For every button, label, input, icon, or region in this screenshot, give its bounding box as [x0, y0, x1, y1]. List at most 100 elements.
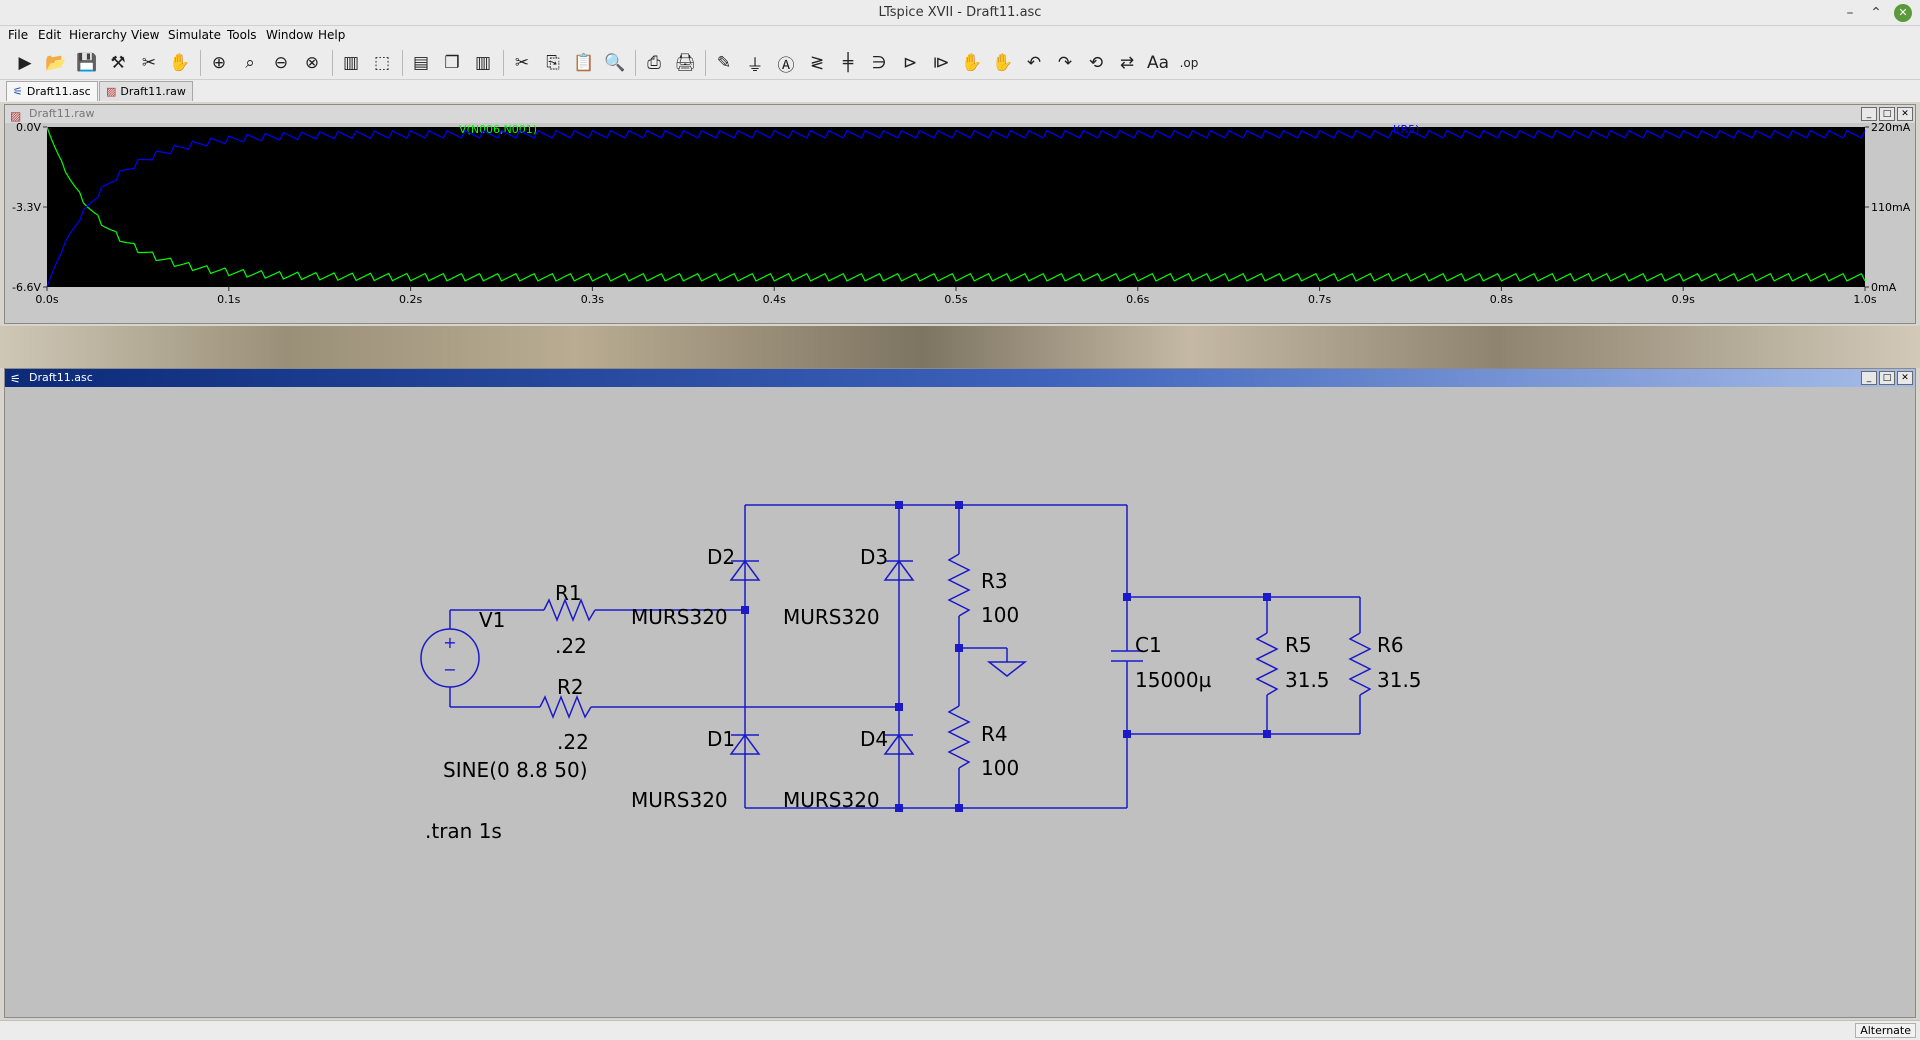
diode-icon[interactable]: ⊳ — [902, 53, 918, 73]
halt-icon[interactable]: ✋ — [169, 53, 191, 73]
trace-label-current[interactable]: I(R5) — [1393, 123, 1419, 136]
print-icon[interactable]: ⎙ — [647, 53, 661, 73]
r3-value[interactable]: 100 — [981, 603, 1019, 627]
r2-value[interactable]: .22 — [557, 730, 589, 754]
ground-icon[interactable] — [986, 661, 1028, 677]
d1-value[interactable]: MURS320 — [631, 788, 728, 812]
menu-window[interactable]: Window — [266, 28, 314, 42]
close-icon[interactable]: ✕ — [1894, 4, 1912, 22]
diode-d2[interactable] — [729, 559, 761, 581]
close-icon[interactable]: ✕ — [1897, 371, 1913, 385]
run-icon[interactable]: ▶ — [18, 53, 32, 73]
zoom-area-icon[interactable]: ⬚ — [373, 53, 391, 73]
open-icon[interactable]: 📂 — [45, 53, 67, 73]
ground-icon[interactable]: ⏚ — [746, 55, 764, 76]
resistor-r4[interactable] — [947, 705, 971, 769]
minimize-icon[interactable]: – — [1846, 5, 1854, 21]
menu-view[interactable]: View — [131, 28, 160, 42]
d2-name[interactable]: D2 — [707, 545, 735, 569]
maximize-icon[interactable]: □ — [1879, 107, 1895, 121]
menu-tools[interactable]: Tools — [227, 28, 257, 42]
text-icon[interactable]: Aa — [1146, 53, 1170, 73]
r1-value[interactable]: .22 — [555, 634, 587, 658]
drag-icon[interactable]: ✋ — [992, 53, 1014, 73]
save-icon[interactable]: 💾 — [76, 53, 98, 73]
print-preview-icon[interactable]: 🖨 — [674, 53, 696, 73]
resistor-r3[interactable] — [947, 553, 971, 617]
tile-vertical-icon[interactable]: ▥ — [474, 53, 492, 73]
d1-name[interactable]: D1 — [707, 727, 735, 751]
probe-icon[interactable]: ✂ — [141, 53, 157, 73]
tab-schematic-label: Draft11.asc — [26, 85, 91, 98]
pan-icon[interactable]: ⌕ — [245, 53, 255, 73]
diode-d4[interactable] — [883, 733, 915, 755]
menu-simulate[interactable]: Simulate — [168, 28, 222, 42]
tab-schematic[interactable]: ⚟ Draft11.asc — [6, 81, 98, 101]
zoom-in-icon[interactable]: ⊕ — [211, 53, 227, 73]
cut-icon[interactable]: ✂ — [514, 53, 530, 73]
menu-file[interactable]: File — [8, 28, 29, 42]
tab-waveform[interactable]: ▨ Draft11.raw — [99, 81, 193, 101]
d4-value[interactable]: MURS320 — [783, 788, 880, 812]
autorange-icon[interactable]: ▥ — [342, 53, 360, 73]
rotate-icon[interactable]: ⟲ — [1088, 53, 1104, 73]
inductor-icon[interactable]: ∋ — [871, 53, 887, 73]
toolbar-separator — [200, 50, 201, 76]
label-icon[interactable]: Ⓐ — [777, 55, 795, 76]
c1-name[interactable]: C1 — [1135, 633, 1162, 657]
control-panel-icon[interactable]: ⚒ — [110, 53, 126, 73]
undo-icon[interactable]: ↶ — [1026, 53, 1042, 73]
tile-horizontal-icon[interactable]: ▤ — [412, 53, 430, 73]
move-icon[interactable]: ✋ — [961, 53, 983, 73]
spice-directive[interactable]: .tran 1s — [425, 819, 502, 843]
r1-name[interactable]: R1 — [555, 581, 582, 605]
minimize-icon[interactable]: _ — [1861, 107, 1877, 121]
plot-area[interactable] — [47, 127, 1865, 287]
diode-d3[interactable] — [883, 559, 915, 581]
schematic-canvas[interactable]: + − V1 SINE(0 8.8 50) R1 .22 R2 .22 D2 M… — [7, 388, 1913, 1016]
menu-edit[interactable]: Edit — [38, 28, 62, 42]
r4-value[interactable]: 100 — [981, 756, 1019, 780]
cascade-icon[interactable]: ❐ — [444, 53, 460, 73]
paste-icon[interactable]: 📋 — [573, 53, 595, 73]
r6-name[interactable]: R6 — [1377, 633, 1404, 657]
resistor-icon[interactable]: ≷ — [809, 53, 825, 73]
v1-value[interactable]: SINE(0 8.8 50) — [443, 758, 588, 782]
minimize-icon[interactable]: _ — [1861, 371, 1877, 385]
copy-icon[interactable]: ⎘ — [546, 53, 560, 73]
d3-value[interactable]: MURS320 — [783, 605, 880, 629]
r5-value[interactable]: 31.5 — [1285, 668, 1330, 692]
find-icon[interactable]: 🔍 — [604, 53, 626, 73]
component-icon[interactable]: ⧐ — [932, 53, 950, 73]
r3-name[interactable]: R3 — [981, 569, 1008, 593]
restore-icon[interactable]: ⌃ — [1870, 5, 1882, 21]
mirror-icon[interactable]: ⇄ — [1119, 53, 1135, 73]
x-tick-label: 0.5s — [944, 293, 967, 306]
maximize-icon[interactable]: □ — [1879, 371, 1895, 385]
r5-name[interactable]: R5 — [1285, 633, 1312, 657]
menu-help[interactable]: Help — [318, 28, 346, 42]
d2-value[interactable]: MURS320 — [631, 605, 728, 629]
r4-name[interactable]: R4 — [981, 722, 1008, 746]
capacitor-icon[interactable]: ╪ — [842, 53, 854, 73]
d3-name[interactable]: D3 — [860, 545, 888, 569]
spice-directive-icon[interactable]: .op — [1179, 56, 1199, 70]
zoom-out-icon[interactable]: ⊖ — [273, 53, 289, 73]
c1-value[interactable]: 15000µ — [1135, 668, 1212, 692]
resistor-r5[interactable] — [1255, 632, 1279, 696]
d4-name[interactable]: D4 — [860, 727, 888, 751]
menu-hierarchy[interactable]: Hierarchy — [69, 28, 128, 42]
resistor-r1[interactable] — [543, 597, 596, 623]
resistor-r2[interactable] — [539, 694, 592, 720]
v1-name[interactable]: V1 — [479, 608, 505, 632]
wire-icon[interactable]: ✎ — [716, 53, 732, 73]
zoom-fit-icon[interactable]: ⊗ — [304, 53, 320, 73]
redo-icon[interactable]: ↷ — [1057, 53, 1073, 73]
r6-value[interactable]: 31.5 — [1377, 668, 1422, 692]
trace-label-voltage[interactable]: V(N006,N001) — [459, 123, 537, 136]
close-icon[interactable]: ✕ — [1897, 107, 1913, 121]
diode-d1[interactable] — [729, 733, 761, 755]
resistor-r6[interactable] — [1348, 632, 1372, 696]
r2-name[interactable]: R2 — [557, 675, 584, 699]
